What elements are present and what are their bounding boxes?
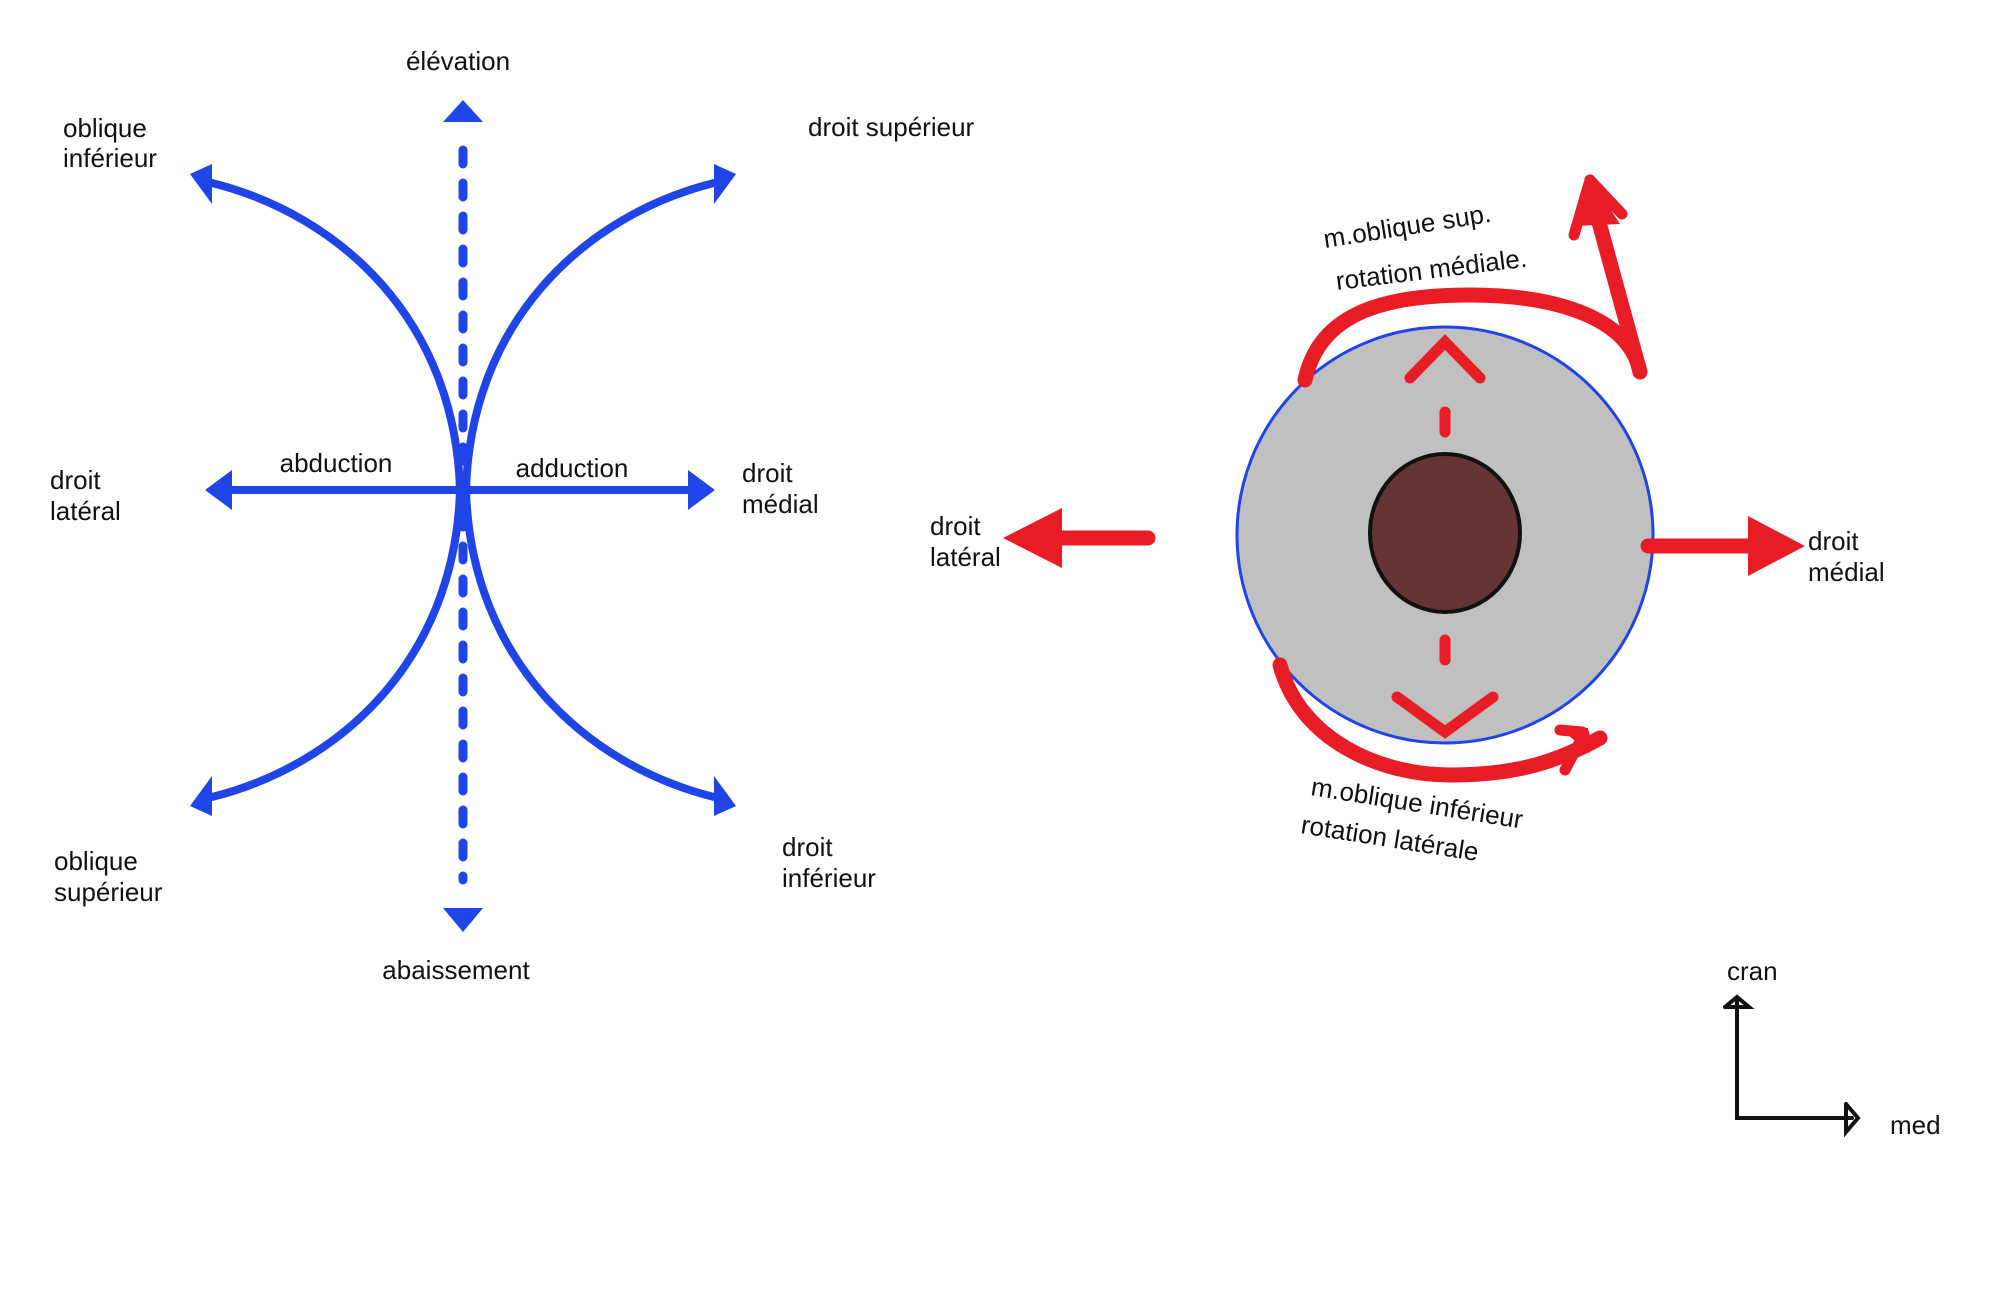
label-droit-medial-left: droit médial [742,458,819,519]
label-droit-medial-left-line2: médial [742,489,819,519]
label-oblique-inferieur-line2: inférieur [63,143,157,173]
arc-droit-superieur [462,179,718,494]
arrowhead-oblique-superieur [190,776,212,816]
label-droit-inferieur-line1: droit [782,832,833,862]
label-oblique-superieur: oblique supérieur [54,846,163,907]
arrow-oblique-sup-flare-left [1568,174,1596,241]
label-oblique-inferieur: oblique inférieur [63,113,157,173]
label-droit-inferieur-line2: inférieur [782,863,876,893]
arc-droit-inferieur [462,486,718,801]
label-abduction: abduction [280,448,393,478]
label-oblique-inferieur-line1: oblique [63,113,147,143]
label-droit-medial-right-line1: droit [1808,526,1859,556]
label-droit-lateral-right-line1: droit [930,511,981,541]
elevation-arrowhead [443,100,483,122]
eyeball-muscle-actions-diagram: droit latéral droit médial m.oblique sup… [930,174,1885,867]
label-droit-lateral-left-line1: droit [50,465,101,495]
label-adduction: adduction [516,453,629,483]
label-oblique-sup-action: rotation médiale. [1334,243,1528,296]
label-oblique-superieur-line1: oblique [54,846,138,876]
label-droit-medial-right: droit médial [1808,526,1885,587]
label-droit-inferieur: droit inférieur [782,832,876,893]
eye-movement-directions-diagram: élévation abaissement abduction adductio… [50,46,975,985]
arrow-oblique-sup-rotation [1297,207,1648,388]
adduction-arrowhead [688,470,715,510]
arc-oblique-superieur [208,486,464,801]
cranial-arrowhead [1723,994,1755,1009]
arrow-oblique-sup-flare [1584,174,1628,220]
arrow-oblique-inf-rotation [1272,657,1608,783]
arrowhead-droit-inferieur [714,776,736,816]
arrow-oblique-inf-flare-bottom [1559,728,1590,776]
label-cranial: cran [1727,956,1778,986]
label-droit-lateral-right-line2: latéral [930,542,1001,572]
label-oblique-superieur-line2: supérieur [54,877,163,907]
label-droit-superieur: droit supérieur [808,112,975,142]
arc-oblique-inferieur [208,179,464,494]
downward-chevron [1391,691,1499,739]
medial-arrowhead [1844,1102,1861,1138]
label-droit-medial-right-line2: médial [1808,557,1885,587]
depression-arrowhead [443,908,483,932]
label-droit-lateral-right: droit latéral [930,511,1001,572]
orientation-axes: cran med [1723,956,1941,1140]
label-droit-lateral-left-line2: latéral [50,496,121,526]
upward-chevron [1404,334,1486,384]
label-elevation: élévation [406,46,510,76]
arrow-oblique-inf-flare-top [1554,724,1588,738]
label-oblique-sup-muscle: m.oblique sup. [1321,198,1493,254]
arrowhead-droit-superieur [714,164,736,204]
label-abaissement: abaissement [382,955,530,985]
label-medial: med [1890,1110,1941,1140]
orientation-axes-lines [1735,999,1854,1120]
arrowhead-oblique-inferieur [190,164,212,204]
arrow-droit-lateral-head [1003,508,1062,568]
label-droit-lateral-left: droit latéral [50,465,121,526]
pupil [1368,452,1522,614]
label-droit-medial-left-line1: droit [742,458,793,488]
arrow-droit-medial-head [1748,516,1805,576]
abduction-arrowhead [205,470,232,510]
